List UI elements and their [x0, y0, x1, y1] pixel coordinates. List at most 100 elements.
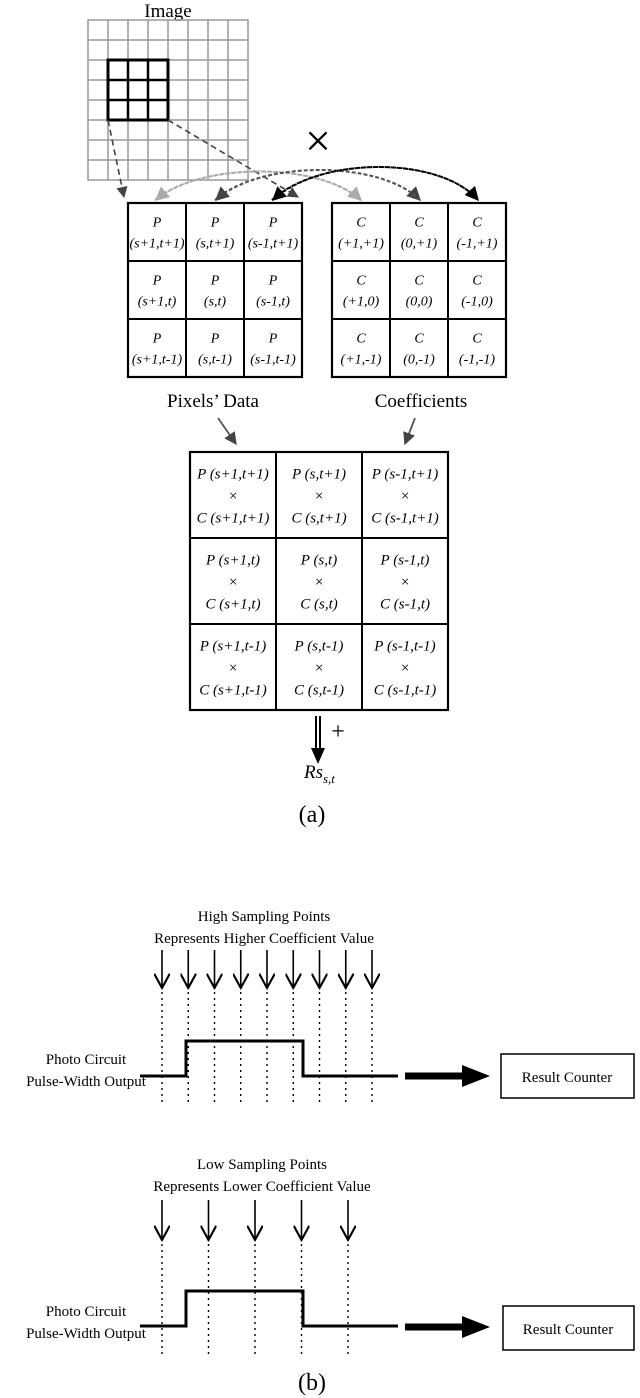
coeff-cell-0-1-line-1: (0,+1): [401, 236, 438, 251]
pixel-cell-0-2-line-0: P: [268, 215, 278, 230]
coeff-cell-1-0-line-1: (+1,0): [343, 294, 380, 309]
product-cell-2-0-line-1: ×: [228, 660, 238, 676]
low-result-counter-box: [502, 1305, 635, 1351]
product-cell-0-2-line-0: P (s-1,t+1): [371, 466, 439, 482]
coeff-cell-2-2-line-1: (-1,-1): [459, 352, 495, 367]
pixel-cell-0-1-line-0: P: [210, 215, 220, 230]
coefficient-grid: C (+1,+1) C (0,+1) C (-1,+1) C (+1,0) C (0,0) C (-1…: [330, 201, 508, 379]
product-cell-2-1-line-0: P (s,t-1): [294, 638, 344, 654]
result-label: Rss,t: [303, 762, 335, 786]
product-cell-1-2-line-1: ×: [400, 574, 410, 590]
coeff-cell-0-2-line-0: C: [472, 215, 482, 230]
product-cell-2-1-line-1: ×: [314, 660, 324, 676]
pixel-cell-0-0-line-1: (s+1,t+1): [129, 236, 184, 251]
high-title-1: High Sampling Points: [198, 909, 331, 925]
product-cell-1-2-line-2: C (s-1,t): [380, 596, 430, 612]
low-left-label-2: Pulse-Width Output: [26, 1326, 147, 1342]
pixels-data-label: Pixels’ Data: [167, 391, 260, 412]
coeff-cell-2-0-line-1: (+1,-1): [341, 352, 382, 367]
coeff-cell-1-1-line-1: (0,0): [406, 294, 433, 309]
low-left-label-1: Photo Circuit: [46, 1304, 127, 1320]
kernel-window: [106, 58, 170, 122]
low-sampling-points: [162, 1200, 348, 1356]
caption-b: (b): [298, 1370, 326, 1396]
product-cell-1-0-line-0: P (s+1,t): [205, 552, 260, 568]
product-cell-0-0-line-2: C (s+1,t+1): [197, 510, 270, 526]
coefficients-label: Coefficients: [375, 391, 468, 412]
product-cell-0-1-line-0: P (s,t+1): [291, 466, 346, 482]
pixel-cell-1-2-line-1: (s-1,t): [256, 294, 290, 309]
high-title-2: Represents Higher Coefficient Value: [154, 931, 374, 947]
high-output-arrow: [405, 1065, 490, 1087]
pixel-cell-1-1-line-0: P: [210, 273, 220, 288]
sum-symbol: +: [331, 719, 345, 745]
caption-a: (a): [299, 802, 326, 828]
pixel-cell-0-0-line-0: P: [152, 215, 162, 230]
arc-black-2: [271, 166, 479, 201]
coeff-cell-0-1-line-0: C: [414, 215, 424, 230]
pixel-cell-1-0-line-1: (s+1,t): [138, 294, 177, 309]
pixel-cell-2-1-line-0: P: [210, 331, 220, 346]
low-title-2: Represents Lower Coefficient Value: [153, 1179, 371, 1195]
arc-gray-1: [154, 170, 363, 201]
high-sampling-points: [162, 950, 372, 1106]
product-cell-2-2-line-0: P (s-1,t-1): [373, 638, 435, 654]
product-cell-0-0-line-1: ×: [228, 488, 238, 504]
timing-diagram-high: High Sampling Points Represents Higher C…: [26, 909, 635, 1106]
high-result-counter-label: Result Counter: [522, 1070, 612, 1086]
arc-dark-1: [214, 169, 421, 201]
coeff-cell-1-1-line-0: C: [414, 273, 424, 288]
product-cell-0-1-line-1: ×: [314, 488, 324, 504]
coeff-cell-1-2-line-1: (-1,0): [461, 294, 493, 309]
pixel-cell-0-2-line-1: (s-1,t+1): [248, 236, 299, 251]
product-cell-0-1-line-2: C (s,t+1): [291, 510, 346, 526]
pixel-cell-2-2-line-1: (s-1,t-1): [250, 352, 296, 367]
high-left-label-2: Pulse-Width Output: [26, 1074, 147, 1090]
pixel-cell-2-0-line-0: P: [152, 331, 162, 346]
product-cell-1-1-line-0: P (s,t): [300, 552, 337, 568]
product-cell-2-0-line-2: C (s+1,t-1): [199, 682, 267, 698]
map-arrow-right: [167, 119, 299, 198]
product-cell-2-0-line-0: P (s+1,t-1): [199, 638, 267, 654]
low-pulse-waveform: [140, 1289, 398, 1328]
product-cell-0-2-line-1: ×: [400, 488, 410, 504]
arc-dark-2: [214, 169, 421, 201]
arc-gray-2: [154, 170, 361, 201]
pixel-cell-2-1-line-1: (s,t-1): [198, 352, 232, 367]
coeff-cell-2-1-line-1: (0,-1): [403, 352, 435, 367]
product-cell-2-1-line-2: C (s,t-1): [294, 682, 344, 698]
coeff-cell-0-0-line-1: (+1,+1): [338, 236, 384, 251]
coeff-cell-2-0-line-0: C: [356, 331, 366, 346]
coeff-cell-1-0-line-0: C: [356, 273, 366, 288]
product-cell-2-2-line-1: ×: [400, 660, 410, 676]
product-cell-1-0-line-2: C (s+1,t): [205, 596, 260, 612]
low-title-1: Low Sampling Points: [197, 1157, 327, 1173]
coeffs-to-product-arrow: [403, 417, 416, 446]
product-grid: P (s+1,t+1) × C (s+1,t+1) P (s,t+1) × C (s,t+…: [188, 450, 450, 712]
product-cell-1-0-line-1: ×: [228, 574, 238, 590]
pixel-cell-1-0-line-0: P: [152, 273, 162, 288]
product-cell-1-1-line-1: ×: [314, 574, 324, 590]
product-cell-0-0-line-0: P (s+1,t+1): [196, 466, 269, 482]
pixel-cell-1-1-line-1: (s,t): [204, 294, 227, 309]
pixels-to-product-arrow: [217, 417, 237, 446]
coeff-cell-1-2-line-0: C: [472, 273, 482, 288]
arc-black-1: [271, 166, 479, 202]
sum-arrow: [311, 716, 325, 764]
coeff-cell-2-1-line-0: C: [414, 331, 424, 346]
low-output-arrow: [405, 1316, 490, 1338]
coeff-cell-0-2-line-1: (-1,+1): [457, 236, 498, 251]
high-pulse-waveform: [140, 1039, 398, 1078]
map-arrow-left: [107, 119, 128, 199]
multiply-symbol: ×: [305, 115, 331, 166]
timing-diagram-low: Low Sampling Points Represents Lower Coe…: [26, 1157, 635, 1356]
coeff-cell-0-0-line-0: C: [356, 215, 366, 230]
pixel-cell-2-2-line-0: P: [268, 331, 278, 346]
pixel-cell-1-2-line-0: P: [268, 273, 278, 288]
product-cell-0-2-line-2: C (s-1,t+1): [371, 510, 439, 526]
product-cell-1-2-line-0: P (s-1,t): [380, 552, 430, 568]
kernel-window-grid: [108, 60, 168, 120]
product-cell-2-2-line-2: C (s-1,t-1): [374, 682, 437, 698]
pixel-data-grid: P(s+1,t+1)P(s,t+1)P(s-1,t+1)P(s+1,t)P(s,…: [126, 201, 304, 379]
